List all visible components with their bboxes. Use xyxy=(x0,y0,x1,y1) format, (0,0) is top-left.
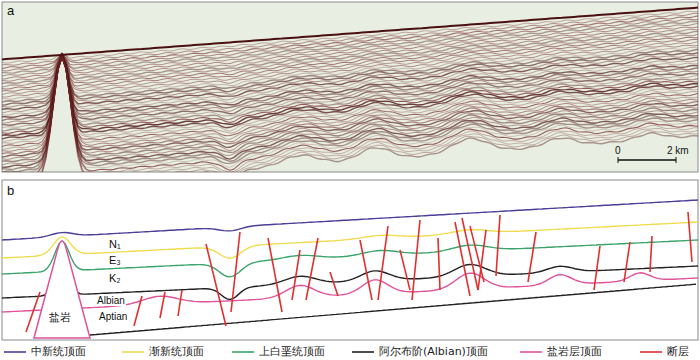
seismic-reflector xyxy=(2,56,698,159)
seismic-reflector xyxy=(2,56,698,161)
legend-line-sample xyxy=(122,348,144,356)
fault-line xyxy=(268,238,282,312)
fault-line xyxy=(360,240,372,300)
legend-line-sample xyxy=(352,348,374,356)
horizon-line xyxy=(2,240,698,277)
seismic-reflector xyxy=(2,57,698,172)
fault-line xyxy=(455,222,470,296)
fault-line xyxy=(26,292,40,332)
fault-line xyxy=(400,250,410,290)
stratum-label: Aptian xyxy=(98,311,128,322)
fault-line xyxy=(160,292,165,318)
seismic-reflector xyxy=(2,57,698,172)
stratum-label: E₃ xyxy=(108,254,122,266)
legend-line xyxy=(640,351,662,353)
fault-line xyxy=(306,238,318,300)
legend-item: 阿尔布阶(Albian)顶面 xyxy=(352,345,488,359)
scale-bar xyxy=(618,159,676,161)
seismic-reflector xyxy=(2,55,698,115)
seismic-reflector xyxy=(2,57,698,172)
legend-item: 盐岩层顶面 xyxy=(520,345,602,359)
scale-tick xyxy=(618,157,619,163)
legend-text: 渐新统顶面 xyxy=(149,346,204,358)
legend-line-sample xyxy=(520,348,542,356)
horizon-line xyxy=(2,200,698,240)
fault-line xyxy=(378,226,388,300)
fault-line xyxy=(231,232,240,312)
legend-line xyxy=(4,351,26,353)
legend-item: 渐新统顶面 xyxy=(122,345,204,359)
scale-label: 0 xyxy=(614,145,622,156)
fault-line xyxy=(470,226,484,282)
stratum-label: Albian xyxy=(96,295,126,306)
seafloor-reflector xyxy=(2,8,698,60)
legend-text: 断层 xyxy=(667,346,689,358)
legend-text: 中新统顶面 xyxy=(31,346,86,358)
fault-line xyxy=(624,242,630,282)
fault-line xyxy=(412,220,420,300)
seismic-reflector xyxy=(2,56,698,152)
seismic-reflectors xyxy=(2,8,698,172)
legend-item: 中新统顶面 xyxy=(4,345,86,359)
seismic-reflector xyxy=(2,57,698,172)
legend-text: 阿尔布阶(Albian)顶面 xyxy=(379,346,488,358)
horizon-line xyxy=(2,222,698,258)
legend-line-sample xyxy=(4,348,26,356)
seismic-reflector xyxy=(2,57,698,168)
interpretation-lines xyxy=(2,200,698,338)
fault-line xyxy=(292,250,300,300)
scale-tick xyxy=(676,157,677,163)
legend-line xyxy=(232,351,254,353)
horizon-line xyxy=(2,259,698,312)
stratum-label: N₁ xyxy=(108,238,122,250)
interpretation-panel xyxy=(2,180,698,340)
panel-letter: a xyxy=(6,4,15,18)
seismic-reflector xyxy=(2,57,698,172)
seismic-reflector xyxy=(2,55,698,143)
fault-line xyxy=(594,246,600,290)
legend-item: 断层 xyxy=(640,345,689,359)
fault-line xyxy=(330,272,338,296)
legend-line xyxy=(520,351,542,353)
seismic-reflector xyxy=(2,56,698,169)
fault-line xyxy=(650,236,652,272)
legend-item: 上白垩统顶面 xyxy=(232,345,325,359)
seismic-reflector xyxy=(2,56,698,172)
fault-line xyxy=(496,215,500,276)
fault-line xyxy=(438,238,440,290)
legend-line xyxy=(352,351,374,353)
scale-label: 2 km xyxy=(666,145,690,156)
stratum-label: K₂ xyxy=(108,272,122,284)
salt-diapir xyxy=(34,241,90,338)
legend-text: 盐岩层顶面 xyxy=(547,346,602,358)
seismic-reflector xyxy=(2,58,698,172)
fault-line xyxy=(206,244,226,326)
legend-line xyxy=(122,351,144,353)
fault-line xyxy=(178,290,182,316)
fault-line xyxy=(528,232,536,282)
fault-line xyxy=(134,296,142,326)
fault-line xyxy=(688,212,692,262)
fault-line xyxy=(478,230,486,290)
salt-label: 盐岩 xyxy=(48,312,72,324)
legend-text: 上白垩统顶面 xyxy=(259,346,325,358)
seismic-reflector xyxy=(2,56,698,113)
salt-base-line xyxy=(90,284,696,335)
panel-letter: b xyxy=(6,184,15,198)
legend-line-sample xyxy=(640,348,662,356)
legend-line-sample xyxy=(232,348,254,356)
